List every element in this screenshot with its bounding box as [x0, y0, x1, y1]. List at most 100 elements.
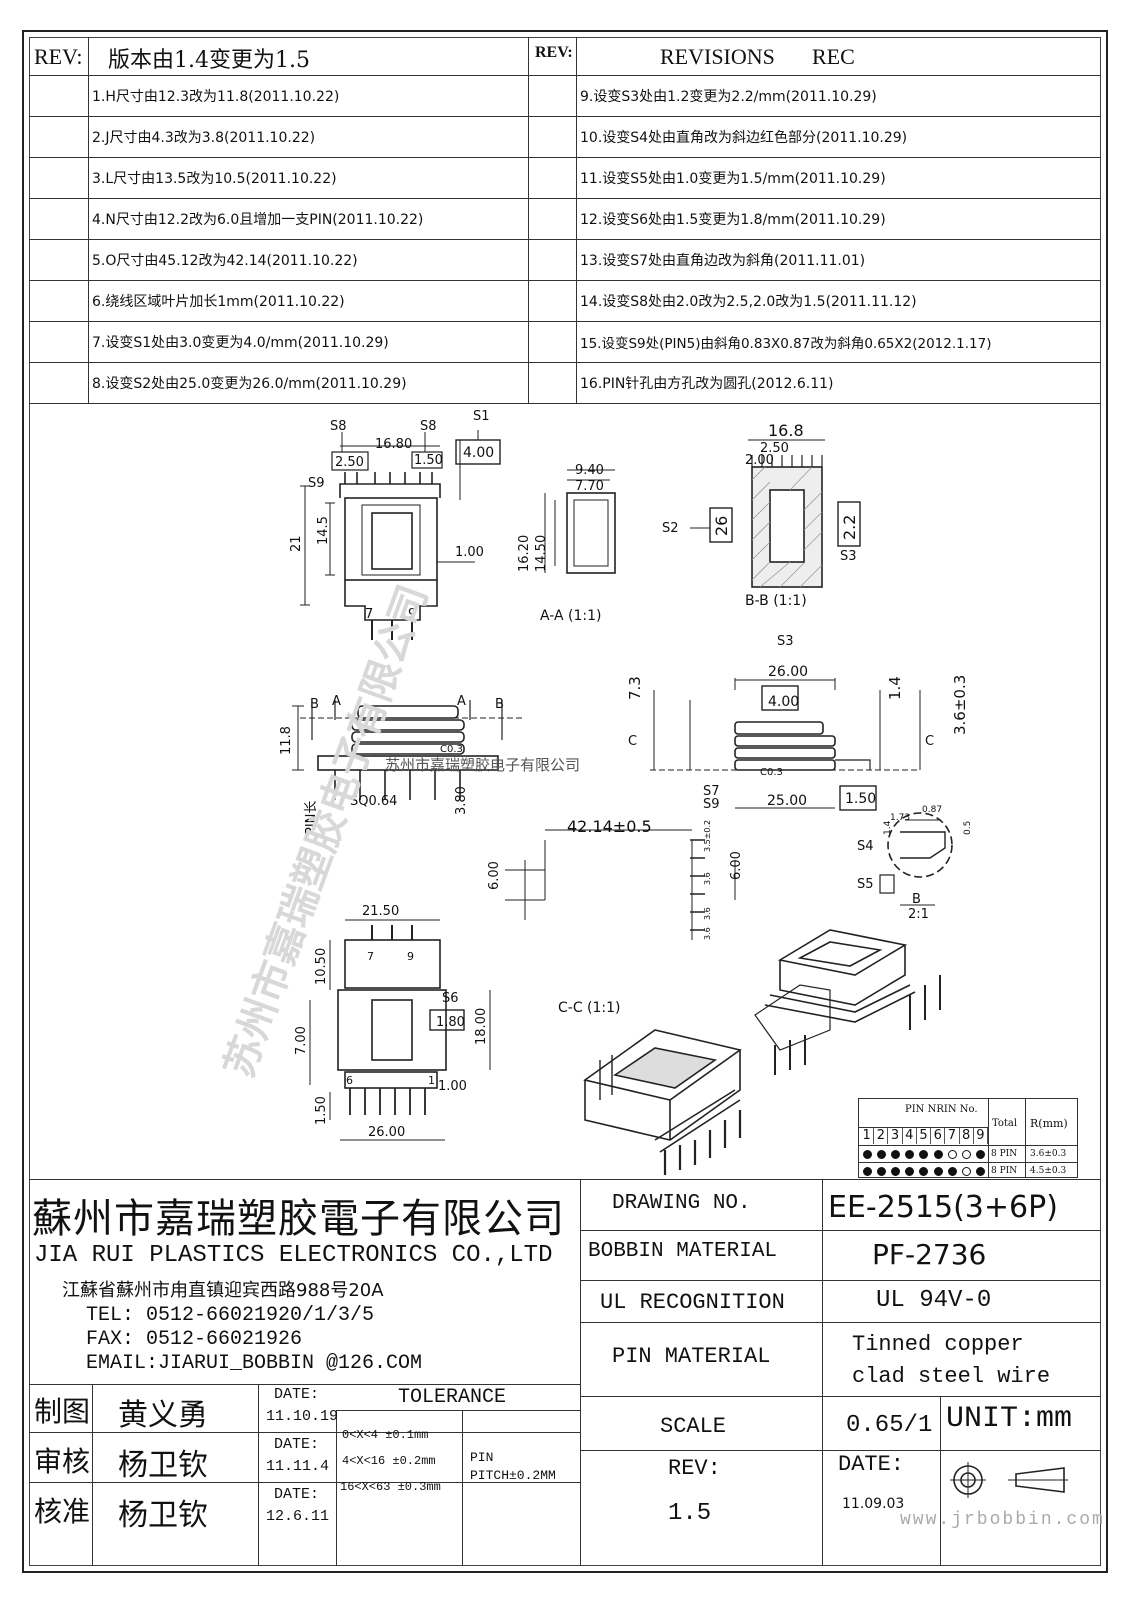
pin-filled-dot-icon	[888, 1146, 902, 1162]
date-label: DATE:	[838, 1452, 905, 1477]
rec-label: REC	[812, 44, 855, 69]
label-a1: A	[332, 694, 341, 709]
pin-table-row2-total: 8 PIN	[991, 1166, 1018, 1176]
watermark-company-diagonal: 苏州市嘉瑞塑胶电子有限公司	[216, 579, 437, 1083]
scale-label: SCALE	[660, 1414, 727, 1439]
approval-date-drawn: 11.10.19	[266, 1408, 339, 1425]
label-s8-left: S8	[330, 419, 347, 434]
tolerance-title: TOLERANCE	[398, 1386, 507, 1409]
dim-100: 1.00	[455, 545, 484, 560]
label-b1: B	[310, 697, 319, 712]
rev-title-left: 版本由1.4变更为1.5	[108, 48, 310, 73]
scale-value: 0.65/1	[846, 1412, 933, 1439]
dim-380: 3.80	[454, 786, 469, 815]
revision-item-9: 9.设变S3处由1.2变更为2.2/mm(2011.10.29)	[580, 89, 877, 105]
dim-35: 3.5±0.2	[703, 820, 712, 852]
dim-05: 0.5	[963, 821, 973, 835]
revisions-label: REVISIONS	[660, 44, 775, 69]
revision-item-6: 6.绕线区域叶片加长1mm(2011.10.22)	[92, 294, 345, 310]
pin-number-cell: 8	[960, 1128, 974, 1144]
pin-number-cell: 4	[903, 1128, 917, 1144]
dim-26: 26	[712, 516, 731, 536]
dim-770: 7.70	[575, 479, 604, 494]
company-name-cn: 蘇州市嘉瑞塑胶電子有限公司	[32, 1196, 565, 1242]
label-pin-length: PIN长	[304, 801, 319, 835]
pin-empty-dot-icon	[960, 1146, 974, 1162]
label-pin9-bottom: 9	[407, 950, 414, 963]
label-s4: S4	[857, 839, 874, 854]
section-bb	[690, 439, 861, 588]
label-s5: S5	[857, 877, 874, 892]
pin-table-total-label: Total	[992, 1118, 1018, 1129]
revision-item-4: 4.N尺寸由12.2改为6.0且增加一支PIN(2011.10.22)	[92, 212, 424, 228]
pin-table-row	[860, 1163, 988, 1179]
dim-73: 7.3	[626, 676, 644, 700]
pin-filled-dot-icon	[903, 1163, 917, 1179]
pin-material-value-2: clad steel wire	[852, 1364, 1051, 1389]
approval-date-label-drawn: DATE:	[274, 1386, 320, 1403]
dim-2600-side: 26.00	[768, 664, 808, 680]
pin-table-r-label: R(mm)	[1030, 1117, 1068, 1130]
front-view	[292, 700, 525, 800]
revision-item-14: 14.设变S8处由2.0改为2.5,2.0改为1.5(2011.11.12)	[580, 294, 917, 310]
tolerance-pin-label: PIN	[470, 1450, 494, 1465]
tolerance-line-2: 4<X<16 ±0.2mm	[342, 1454, 436, 1468]
approval-role-checked: 审核	[34, 1445, 91, 1478]
revision-item-11: 11.设变S5处由1.0变更为1.5/mm(2011.10.29)	[580, 171, 886, 187]
label-s2: S2	[662, 521, 679, 536]
approval-role-approved: 核准	[34, 1495, 91, 1528]
company-fax: FAX: 0512-66021926	[86, 1328, 303, 1351]
pin-table-row1-total: 8 PIN	[991, 1149, 1018, 1159]
company-tel: TEL: 0512-66021920/1/3/5	[86, 1304, 375, 1327]
dim-940: 9.40	[575, 463, 604, 478]
revision-item-10: 10.设变S4处由直角改为斜边红色部分(2011.10.29)	[580, 130, 908, 146]
label-pin1: 1	[428, 1074, 435, 1087]
label-c03-front: C0.3	[440, 744, 463, 755]
dim-150-bottom: 1.50	[314, 1096, 329, 1125]
pin-filled-dot-icon	[931, 1146, 945, 1162]
label-c03-side: C0.3	[760, 767, 783, 778]
caption-cc: C-C (1:1)	[558, 1000, 621, 1016]
pin-filled-dot-icon	[931, 1163, 945, 1179]
detail-b	[879, 812, 953, 906]
company-address: 江蘇省蘇州市甪直镇迎宾西路988号20A	[62, 1280, 384, 1301]
bobbin-material-value: PF-2736	[872, 1238, 987, 1271]
dim-36-side: 3.6±0.3	[951, 675, 969, 735]
drawing-no-label: DRAWING NO.	[612, 1192, 751, 1215]
outer-frame	[22, 30, 1108, 1573]
pin-number-cell: 6	[931, 1128, 946, 1144]
dim-700: 7.00	[294, 1026, 309, 1055]
pin-table-row	[860, 1146, 988, 1162]
dim-14-side: 1.4	[886, 676, 904, 700]
tolerance-line-1: 0<X<4 ±0.1mm	[342, 1428, 429, 1442]
approval-date-label-checked: DATE:	[274, 1436, 320, 1453]
revision-item-12: 12.设变S6处由1.5变更为1.8/mm(2011.10.29)	[580, 212, 886, 228]
label-c-left: C	[628, 734, 637, 749]
dim-bb-200: 2.00	[745, 453, 774, 468]
dim-168: 16.8	[768, 421, 804, 440]
label-s3-side: S3	[777, 634, 794, 649]
dim-180: 1.80	[436, 1015, 465, 1030]
revision-item-13: 13.设变S7处由直角边改为斜角(2011.11.01)	[580, 253, 866, 269]
website-watermark: www.jrbobbin.com	[900, 1510, 1105, 1530]
revision-item-1: 1.H尺寸由12.3改为11.8(2011.10.22)	[92, 89, 340, 105]
dim-150-side: 1.50	[845, 791, 876, 807]
dim-600-right: 6.00	[729, 851, 744, 880]
dim-2500: 25.00	[767, 793, 807, 809]
pin-number-cell: 2	[874, 1128, 889, 1144]
label-s3-bb: S3	[840, 549, 857, 564]
pin-number-cell: 9	[974, 1128, 988, 1144]
caption-bb: B-B (1:1)	[745, 593, 807, 609]
dim-4214: 42.14±0.5	[567, 817, 652, 836]
dim-1450: 14.50	[534, 535, 549, 572]
pin-filled-dot-icon	[888, 1163, 902, 1179]
dim-145: 14.5	[316, 516, 331, 545]
dim-21: 21	[289, 535, 304, 552]
pin-filled-dot-icon	[903, 1146, 917, 1162]
pin-filled-dot-icon	[860, 1146, 874, 1162]
pin-layout	[505, 829, 736, 940]
dim-400: 4.00	[463, 445, 494, 461]
revision-item-2: 2.J尺寸由4.3改为3.8(2011.10.22)	[92, 130, 316, 146]
pin-material-value-1: Tinned copper	[852, 1332, 1024, 1357]
pin-number-cell: 1	[860, 1128, 875, 1144]
